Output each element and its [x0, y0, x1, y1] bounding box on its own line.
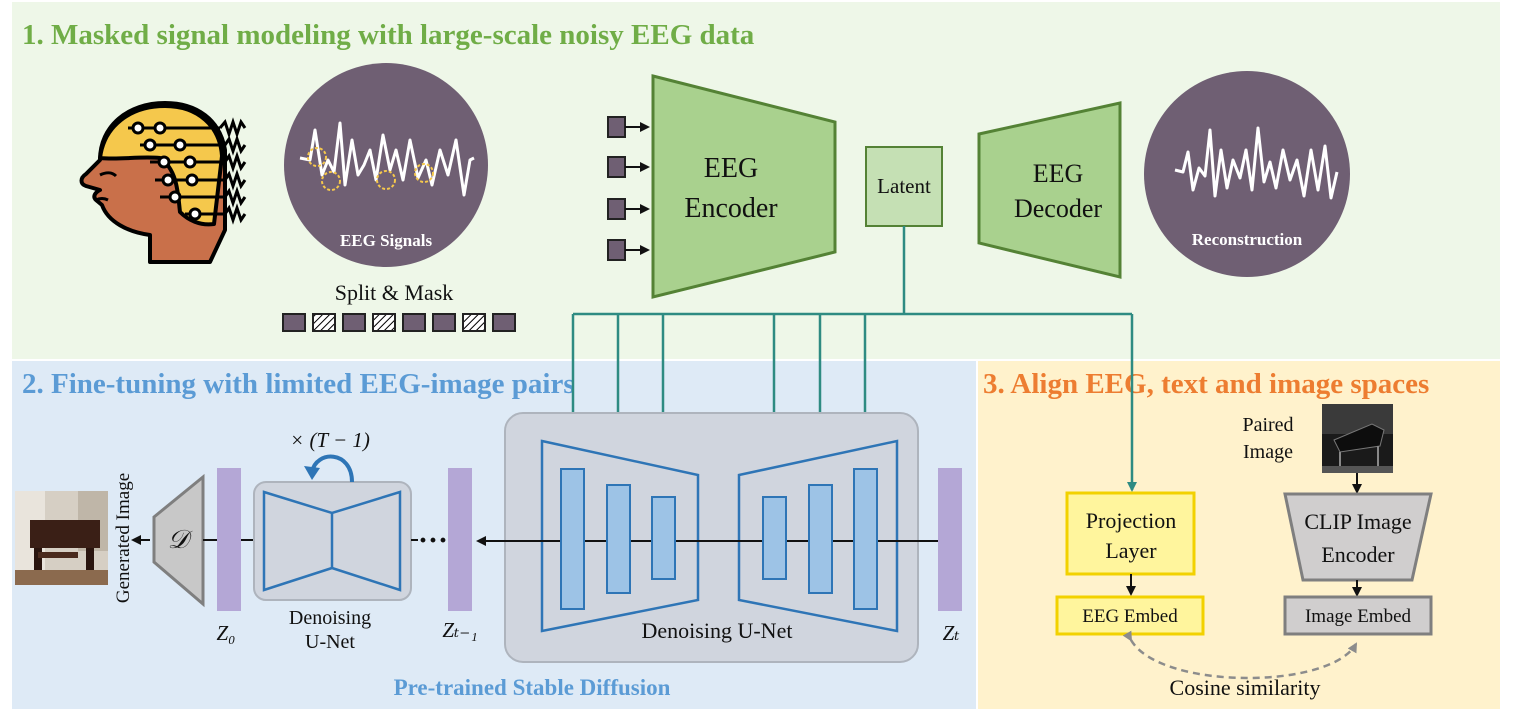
latent-box: Latent — [865, 146, 943, 227]
token-visible — [492, 313, 516, 332]
encoder-label-line2: Encoder — [684, 193, 778, 224]
image-embed: Image Embed — [1283, 595, 1433, 636]
image-embed-label: Image Embed — [1305, 606, 1412, 627]
eeg-encoder: EEG Encoder — [651, 74, 837, 299]
small-unet-label-line2: U-Net — [305, 631, 355, 653]
generated-image — [15, 491, 108, 585]
head-icon — [79, 101, 247, 264]
encoder-input-tokens — [607, 116, 650, 261]
eeg-signals-label: EEG Signals — [340, 231, 433, 250]
masked-token-strip — [282, 313, 516, 332]
small-denoising-unet: Denoising U-Net — [253, 481, 412, 653]
latent-label: Latent — [877, 174, 931, 198]
token-masked — [462, 313, 486, 332]
repeat-loop-arrow — [304, 454, 354, 483]
cosine-similarity-label: Cosine similarity — [1170, 675, 1321, 700]
paired-image — [1322, 404, 1393, 473]
latent-zt-minus-1-bar — [448, 468, 472, 611]
latent-z0-bar — [217, 468, 241, 611]
cosine-similarity-arc — [1122, 630, 1358, 680]
unet-decoder-block — [762, 496, 787, 580]
zt-minus-1-label: Zₜ₋₁ — [442, 618, 477, 642]
token-visible — [432, 313, 456, 332]
projection-label-line2: Layer — [1105, 538, 1157, 563]
eeg-embed-label: EEG Embed — [1082, 606, 1178, 627]
unet-decoder-block — [853, 468, 878, 610]
paired-image-label-line2: Image — [1243, 441, 1293, 463]
small-unet-label-line1: Denoising — [289, 607, 371, 629]
section-3-title: 3. Align EEG, text and image spaces — [983, 368, 1429, 400]
eeg-signals-circle: EEG Signals — [284, 63, 488, 267]
reconstruction-circle: Reconstruction — [1144, 71, 1350, 277]
unet-encoder-block — [606, 484, 631, 594]
paired-image-label-line1: Paired — [1242, 414, 1293, 436]
section-1-title: 1. Masked signal modeling with large-sca… — [22, 19, 755, 51]
section-2-title: 2. Fine-tuning with limited EEG-image pa… — [22, 368, 575, 400]
split-mask-label: Split & Mask — [335, 280, 454, 305]
projection-label-line1: Projection — [1086, 508, 1176, 533]
token-masked — [372, 313, 396, 332]
decoder-label-line1: EEG — [1033, 159, 1084, 188]
big-unet-label: Denoising U-Net — [642, 618, 793, 643]
clip-label-line2: Encoder — [1321, 542, 1395, 567]
eeg-decoder: EEG Decoder — [977, 101, 1122, 279]
token-visible — [282, 313, 306, 332]
unet-encoder-block — [651, 496, 676, 580]
encoder-label-line1: EEG — [704, 153, 758, 184]
image-decoder: 𝒟 — [152, 473, 205, 608]
clip-image-encoder: CLIP Image Encoder — [1283, 492, 1433, 582]
unet-decoder-block — [808, 484, 833, 594]
stable-diffusion-footer: Pre-trained Stable Diffusion — [394, 675, 671, 700]
latent-zt-bar — [938, 468, 962, 611]
reconstruction-label: Reconstruction — [1192, 230, 1303, 249]
projection-layer: Projection Layer — [1065, 491, 1196, 576]
ellipsis: ··· — [418, 524, 448, 557]
big-denoising-unet: Denoising U-Net — [476, 412, 938, 663]
token-masked — [312, 313, 336, 332]
generated-image-label: Generated Image — [113, 473, 134, 603]
z0-label: Z₀ — [217, 621, 236, 645]
token-visible — [342, 313, 366, 332]
decoder-label-line2: Decoder — [1014, 194, 1102, 223]
unet-encoder-block — [560, 468, 585, 610]
token-visible — [402, 313, 426, 332]
zt-label: Zₜ — [943, 621, 960, 645]
eeg-embed: EEG Embed — [1055, 595, 1205, 636]
repeat-label: × (T − 1) — [290, 428, 370, 452]
clip-label-line1: CLIP Image — [1304, 509, 1411, 534]
